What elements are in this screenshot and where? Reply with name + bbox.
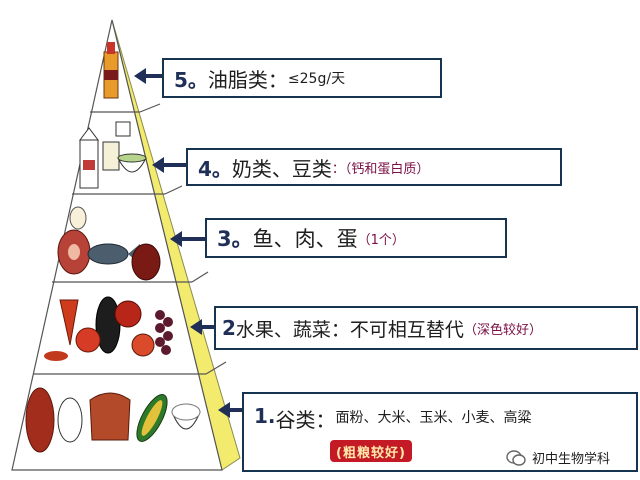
tomato-icon	[75, 300, 142, 353]
rice-bowl-icon	[171, 403, 201, 430]
milk-carton-icon	[79, 127, 99, 189]
watermark: 初中生物学科	[506, 448, 610, 467]
meat-icon	[57, 229, 91, 275]
level-1-number: 1.	[254, 404, 276, 428]
watermark-text: 初中生物学科	[532, 452, 611, 467]
tier-dividers	[33, 103, 227, 375]
level-3-title: 鱼、肉、蛋	[252, 227, 358, 251]
level-1-box: 1. 谷类： 面粉、大米、玉米、小麦、高粱	[242, 392, 638, 472]
level-4-box: 4。 奶类、豆类 ：（钙和蛋白质）	[186, 148, 562, 186]
arrow-level-3	[170, 231, 206, 247]
level-4-title: 奶类、豆类	[231, 156, 332, 181]
level-2-note: （深色较好）	[463, 322, 542, 338]
level-5-title: 油脂类：	[207, 67, 288, 92]
level-3-box: 3。 鱼、肉、蛋 （1个）	[205, 218, 507, 258]
level-5-box: 5。 油脂类： ≤25g/天	[162, 58, 442, 98]
sweet-potato-icon	[25, 387, 55, 453]
arrows	[134, 68, 244, 418]
carrot-icon	[59, 299, 79, 346]
arrow-level-4	[152, 157, 186, 173]
level-5-number: 5。	[174, 67, 208, 92]
corn-icon	[136, 394, 168, 442]
coarse-grain-tag: (粗粮较好)	[330, 440, 412, 462]
grapes-icon	[155, 310, 173, 355]
oil-bottle-icon	[103, 42, 119, 99]
level-3-note: （1个）	[357, 232, 405, 248]
level-1-title: 谷类：	[275, 408, 336, 432]
level-4-number: 4。	[198, 156, 232, 181]
chicken-icon	[131, 243, 161, 281]
bread-icon	[89, 392, 131, 441]
level-4-note: ：（钙和蛋白质）	[331, 161, 430, 177]
level-2-number: 2	[222, 316, 236, 340]
level-3-number: 3。	[217, 227, 253, 251]
level-2-box: 2 水果、蔬菜：不可相互替代 （深色较好）	[214, 306, 638, 350]
egg-icon	[69, 206, 87, 230]
bowl-icon	[117, 153, 147, 173]
egg-bread-icon	[57, 397, 83, 443]
wechat-icon	[506, 449, 526, 466]
arrow-level-1	[218, 402, 244, 418]
level-5-note: ≤25g/天	[287, 71, 346, 87]
pepper-icon	[95, 296, 121, 354]
cheese-icon	[102, 121, 131, 171]
arrow-level-5	[134, 68, 162, 84]
leaf-icon	[44, 351, 68, 361]
level-2-title: 水果、蔬菜：不可相互替代	[235, 318, 464, 341]
level-1-note: 面粉、大米、玉米、小麦、高粱	[335, 410, 532, 426]
arrow-level-2	[190, 319, 214, 335]
strawberry-icon	[131, 333, 155, 357]
